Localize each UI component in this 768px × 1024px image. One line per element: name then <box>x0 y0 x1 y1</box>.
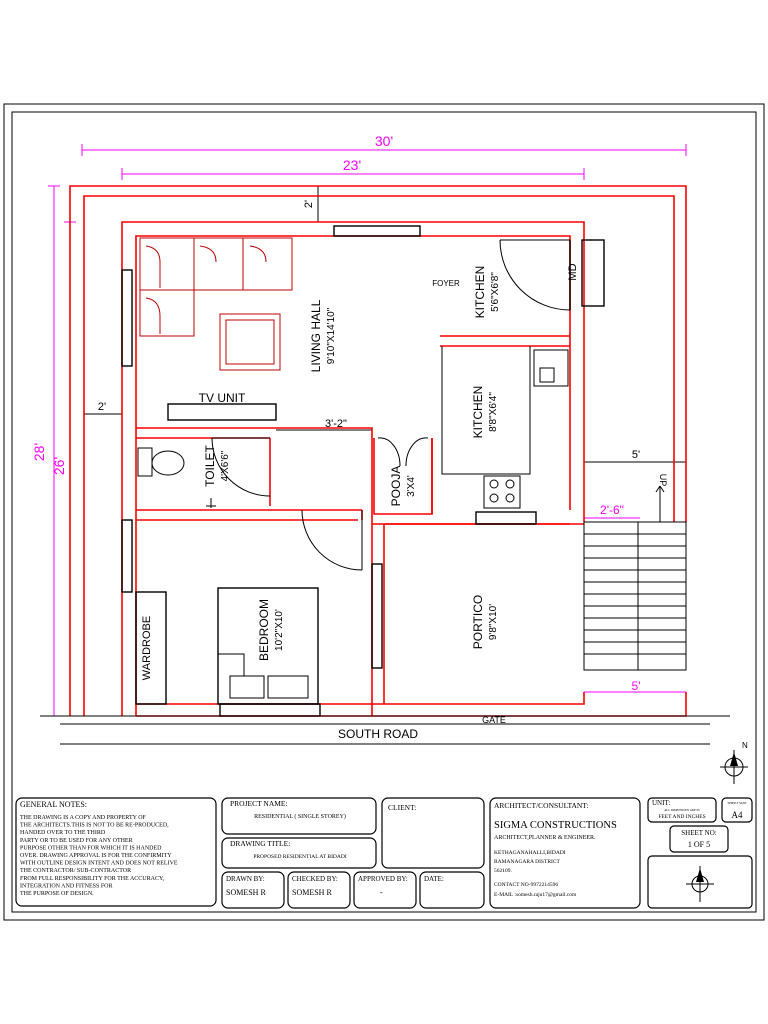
sofa-set <box>139 237 293 371</box>
size-toilet: 4'X6'6" <box>220 450 231 481</box>
dim-top-setback: 2' <box>303 200 315 208</box>
general-notes-line: THE PURPOSE OF DESIGN. <box>20 891 94 897</box>
general-notes-line: FROM FULL RESPONSIBILITY FOR THE ACCURAC… <box>20 876 165 882</box>
sheet-border <box>3 103 765 921</box>
approved-by: - <box>380 888 383 897</box>
general-notes-lines: THE DRAWING IS A COPY AND PROPERTY OF THE… <box>20 815 178 897</box>
dim-bottom-right: 5' <box>632 679 641 693</box>
size-kitchen: 8'8"X6'4" <box>488 392 499 432</box>
sheet-no: 1 OF 5 <box>688 840 710 849</box>
label-up: UP <box>658 474 668 487</box>
label-living-hall: LIVING HALL <box>309 299 323 372</box>
staircase <box>583 485 687 671</box>
dim-passage-width: 3'-2" <box>325 418 347 430</box>
label-kitchen: KITCHEN <box>471 386 485 439</box>
wardrobe <box>135 591 167 705</box>
label-gate: GATE <box>482 715 506 725</box>
project-name: RESIDENTIAL ( SINGLE STOREY) <box>254 813 346 820</box>
size-portico: 9'8"X10' <box>488 604 499 640</box>
general-notes-line: PURPOSE OTHER THAN FOR WHICH IT IS HANDE… <box>20 845 162 851</box>
general-notes-line: INTEGRATION AND FITNESS FOR <box>20 883 113 889</box>
title-block <box>15 797 753 909</box>
general-notes-line: THE CONTRACTOR/ SUB-CONTRACTOR <box>20 868 131 874</box>
label-foyer: FOYER <box>432 279 460 288</box>
general-notes-line: PARTY OR TO BE USED FOR ANY OTHER <box>20 838 133 844</box>
general-notes-line: WITH OUTLINE DESIGN INTENT AND DOES NOT … <box>20 861 178 867</box>
size-bedroom: 10'2"X10' <box>274 609 285 651</box>
approved-by-label: APPROVED BY: <box>358 875 408 883</box>
tv-unit <box>167 403 277 421</box>
road-line <box>40 715 730 745</box>
client-label: CLIENT: <box>388 803 416 812</box>
kitchen-platform <box>441 346 569 509</box>
general-notes-line: THE DRAWING IS A COPY AND PROPERTY OF <box>20 815 147 821</box>
size-kitchen-top: 5'6"X6'8" <box>490 272 501 312</box>
dim-right-setback: 5' <box>632 449 640 461</box>
size-living-hall: 9'10"X14'10" <box>326 307 337 364</box>
bed <box>217 587 319 705</box>
main-door <box>499 239 571 311</box>
sheet-size-label: SHEET SIZE <box>727 801 746 805</box>
unit-note: ALL DIMENSIONS ARE IN <box>664 808 700 812</box>
general-notes-heading: GENERAL NOTES: <box>20 800 87 809</box>
label-md: MD <box>567 263 579 280</box>
address-line: KETHAGANAHALLI,BIDADI <box>494 850 566 856</box>
general-notes-line: OVER. DRAWING APPROVAL IS FOR THE CONFIR… <box>20 853 172 859</box>
label-tv-unit: TV UNIT <box>199 391 246 405</box>
dim-overall-width: 30' <box>375 133 393 149</box>
label-pooja: POOJA <box>389 466 403 507</box>
checked-by: SOMESH R <box>292 888 332 897</box>
label-south-road: SOUTH ROAD <box>338 727 418 741</box>
label-toilet: TOILET <box>203 444 217 486</box>
unit-label: UNIT: <box>652 799 670 807</box>
drawn-by-label: DRAWN BY: <box>226 875 265 883</box>
dim-inner-width: 23' <box>343 157 361 173</box>
north-arrow-icon <box>720 750 748 784</box>
size-pooja: 3'X4' <box>406 475 417 497</box>
label-portico: PORTICO <box>471 595 485 649</box>
address-lines: KETHAGANAHALLI,BIDADI RAMANAGARA DISTRICT… <box>494 850 566 874</box>
general-notes-line: THE ARCHITECTS.THIS IS NOT TO BE RE-PROD… <box>20 823 169 829</box>
address-line: RAMANAGARA DISTRICT <box>494 859 560 865</box>
label-kitchen-top: KITCHEN <box>473 266 487 319</box>
address-line: 562109. <box>494 868 513 874</box>
sheet-no-label: SHEET NO: <box>681 829 717 837</box>
interior-doors <box>211 437 429 571</box>
dim-stair-width: 2'-6" <box>600 503 624 517</box>
title-block-texts: GENERAL NOTES: THE DRAWING IS A COPY AND… <box>20 799 747 898</box>
walls <box>69 185 687 717</box>
checked-by-label: CHECKED BY: <box>292 875 338 883</box>
drawing-title: PROPOSED RESIDENTIAL AT BIDADI <box>253 854 347 860</box>
firm-name: SIGMA CONSTRUCTIONS <box>494 820 617 831</box>
architect-label: ARCHITECT/CONSULTANT: <box>494 801 589 810</box>
drawing-title-label: DRAWING TITLE: <box>230 839 290 848</box>
dim-left-setback: 2' <box>98 401 106 413</box>
general-notes-line: HANDED OVER TO THE THIRD <box>20 830 106 836</box>
label-bedroom: BEDROOM <box>257 599 271 661</box>
sheet-size: A4 <box>732 810 743 820</box>
contact: CONTACT NO-9972214596 <box>494 882 558 888</box>
sheet-inner-border <box>11 111 757 913</box>
dim-overall-depth: 28' <box>31 443 47 461</box>
dim-inner-depth: 26' <box>51 457 67 475</box>
unit-value: FEET AND INCHES <box>658 814 705 820</box>
label-north: N <box>742 741 748 750</box>
firm-role: ARCHITECT,PLANNER & ENGINEER. <box>494 835 596 841</box>
date-label: DATE: <box>424 875 444 883</box>
drawn-by: SOMESH R <box>226 888 266 897</box>
toilet-fixtures <box>137 447 216 508</box>
project-name-label: PROJECT NAME: <box>230 799 288 808</box>
label-wardrobe: WARDROBE <box>141 616 153 680</box>
email: E-MAIL :somesh.raju17@gmail.com <box>494 892 577 898</box>
